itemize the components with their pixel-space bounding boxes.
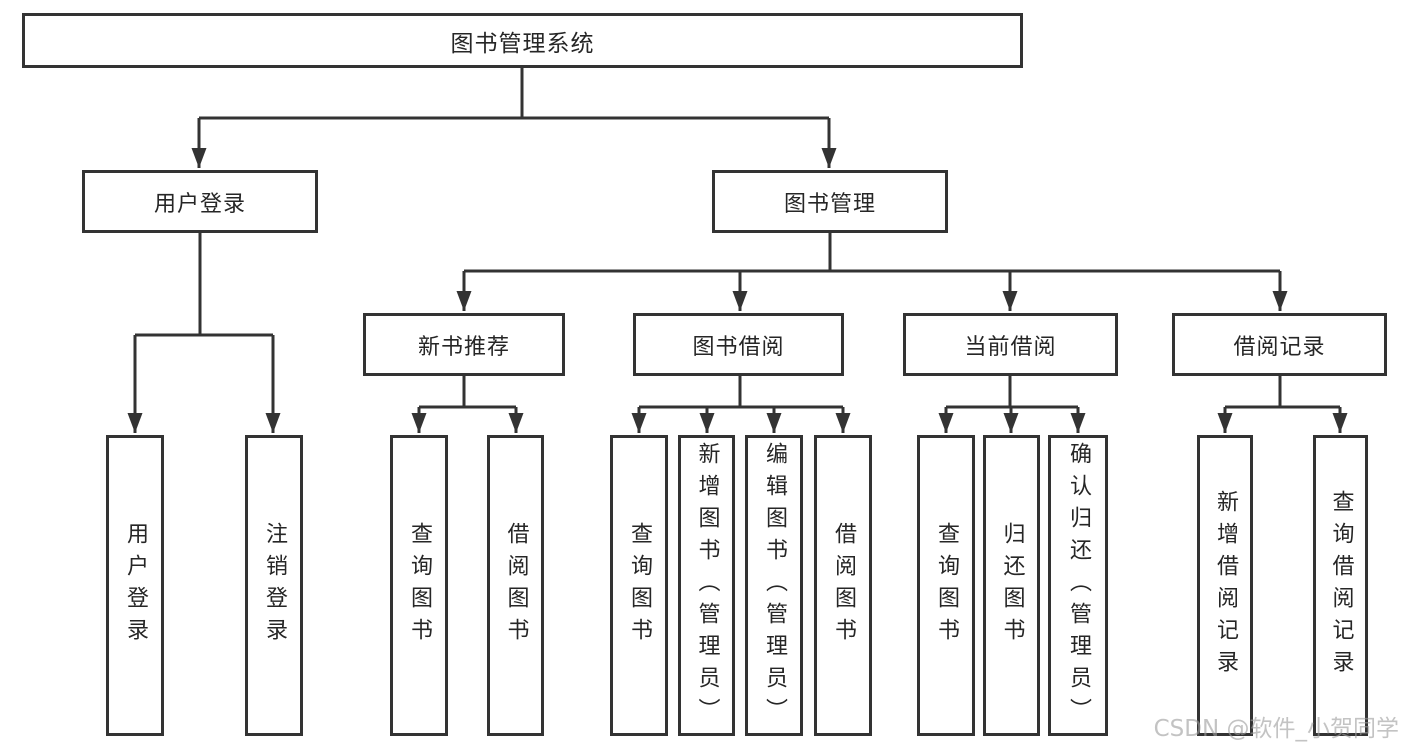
leaf-return-book-label: 归还图书 bbox=[999, 521, 1025, 650]
leaf-add-borrow-record-label: 新增借阅记录 bbox=[1213, 489, 1238, 682]
leaf-add-book-admin-label: 新增图书（管理员） bbox=[694, 441, 720, 730]
leaf-confirm-return-admin: 确认归还（管理员） bbox=[1048, 435, 1108, 736]
leaf-add-book-admin: 新增图书（管理员） bbox=[678, 435, 735, 736]
node-new-book-recommend: 新书推荐 bbox=[363, 313, 565, 376]
node-user-login: 用户登录 bbox=[82, 170, 318, 233]
node-book-management-label: 图书管理 bbox=[783, 191, 876, 217]
node-new-book-recommend-label: 新书推荐 bbox=[417, 334, 510, 360]
leaf-borrowing-borrow-books: 借阅图书 bbox=[814, 435, 872, 736]
connector-new-book-recommend-branch bbox=[419, 376, 516, 409]
leaf-current-query-books: 查询图书 bbox=[917, 435, 975, 736]
leaf-user-login-label: 用户登录 bbox=[123, 521, 148, 650]
leaf-query-borrow-record: 查询借阅记录 bbox=[1313, 435, 1368, 736]
leaf-confirm-return-admin-label: 确认归还（管理员） bbox=[1066, 441, 1091, 730]
node-current-borrowing: 当前借阅 bbox=[903, 313, 1118, 376]
leaf-recommend-borrow-books: 借阅图书 bbox=[487, 435, 544, 736]
connector-book-borrowing-branch bbox=[639, 376, 843, 409]
leaf-current-query-books-label: 查询图书 bbox=[934, 521, 959, 650]
leaf-recommend-query-books-label: 查询图书 bbox=[407, 521, 432, 650]
node-library-system: 图书管理系统 bbox=[22, 13, 1023, 68]
node-library-system-label: 图书管理系统 bbox=[450, 30, 595, 57]
node-borrowing-records-label: 借阅记录 bbox=[1233, 334, 1326, 360]
node-book-borrowing: 图书借阅 bbox=[633, 313, 844, 376]
leaf-logout-label: 注销登录 bbox=[262, 521, 287, 650]
leaf-borrowing-query-books-label: 查询图书 bbox=[627, 521, 652, 650]
leaf-edit-book-admin: 编辑图书（管理员） bbox=[745, 435, 803, 736]
csdn-watermark: CSDN @软件_小贺同学 bbox=[1153, 716, 1399, 742]
connector-current-borrowing-branch bbox=[946, 376, 1078, 409]
leaf-add-borrow-record: 新增借阅记录 bbox=[1197, 435, 1253, 736]
leaf-query-borrow-record-label: 查询借阅记录 bbox=[1328, 489, 1354, 682]
node-borrowing-records: 借阅记录 bbox=[1172, 313, 1387, 376]
leaf-recommend-query-books: 查询图书 bbox=[390, 435, 448, 736]
node-current-borrowing-label: 当前借阅 bbox=[964, 334, 1057, 360]
node-user-login-label: 用户登录 bbox=[153, 191, 246, 217]
leaf-logout: 注销登录 bbox=[245, 435, 303, 736]
connector-root-branch bbox=[199, 68, 829, 120]
leaf-user-login: 用户登录 bbox=[106, 435, 164, 736]
node-book-borrowing-label: 图书借阅 bbox=[692, 334, 785, 360]
connector-book-management-branch bbox=[464, 233, 1280, 273]
connector-user-login-branch bbox=[135, 233, 273, 337]
leaf-borrowing-borrow-books-label: 借阅图书 bbox=[831, 521, 856, 650]
connector-borrowing-records-branch bbox=[1225, 376, 1340, 409]
leaf-recommend-borrow-books-label: 借阅图书 bbox=[503, 521, 529, 650]
leaf-edit-book-admin-label: 编辑图书（管理员） bbox=[762, 441, 787, 730]
node-book-management: 图书管理 bbox=[712, 170, 948, 233]
leaf-borrowing-query-books: 查询图书 bbox=[610, 435, 668, 736]
leaf-return-book: 归还图书 bbox=[983, 435, 1040, 736]
